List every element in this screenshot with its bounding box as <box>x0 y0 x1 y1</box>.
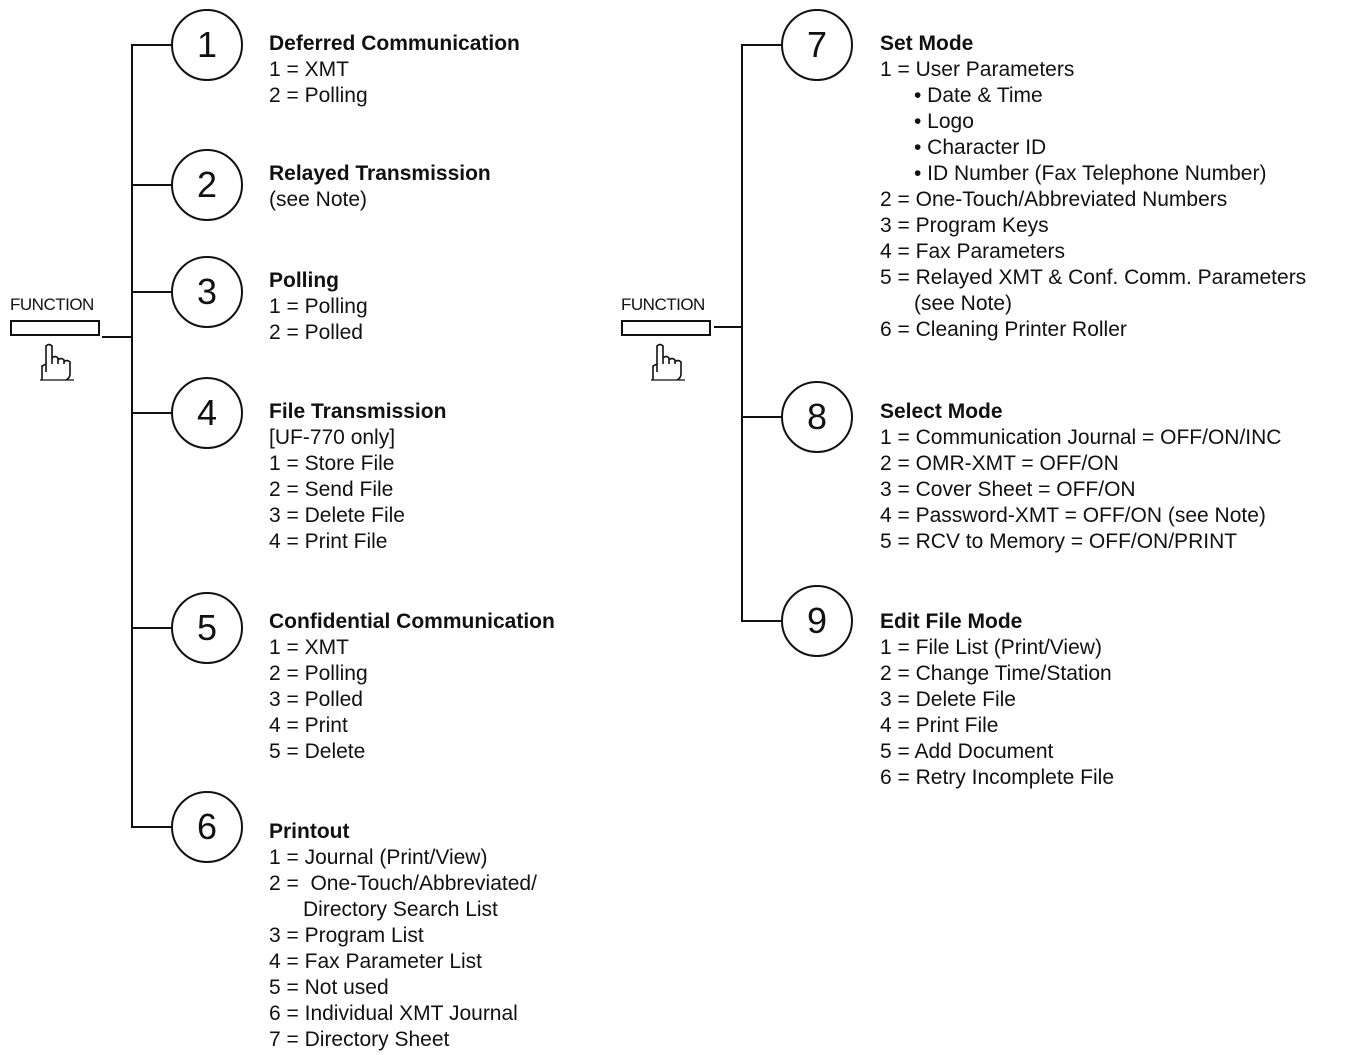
function-5-option: 5 = Delete <box>269 740 366 763</box>
function-1-option: 1 = XMT <box>269 58 349 81</box>
function-7-option: 2 = One-Touch/Abbreviated Numbers <box>880 188 1228 211</box>
function-8-title: Select Mode <box>880 400 1003 423</box>
function-9-option: 1 = File List (Print/View) <box>880 636 1102 659</box>
function-5-option: 4 = Print <box>269 714 348 737</box>
function-3-option: 1 = Polling <box>269 295 368 318</box>
function-3-circle: 3 <box>171 256 243 328</box>
function-8-block: Select Mode 1 = Communication Journal = O… <box>880 399 1281 555</box>
function-9-title: Edit File Mode <box>880 610 1023 633</box>
function-9-option: 5 = Add Document <box>880 740 1054 763</box>
function-6-option: 1 = Journal (Print/View) <box>269 846 488 869</box>
function-2-option: (see Note) <box>269 188 368 211</box>
function-5-option: 3 = Polled <box>269 688 363 711</box>
function-1-block: Deferred Communication 1 = XMT 2 = Polling <box>269 31 520 109</box>
function-8-option: 2 = OMR-XMT = OFF/ON <box>880 452 1119 475</box>
function-6-option: 7 = Directory Sheet <box>269 1028 450 1051</box>
function-4-option: [UF-770 only] <box>269 426 396 449</box>
function-6-circle: 6 <box>171 791 243 863</box>
function-9-option: 6 = Retry Incomplete File <box>880 766 1115 789</box>
function-3-block: Polling 1 = Polling 2 = Polled <box>269 268 368 346</box>
function-6-option: 6 = Individual XMT Journal <box>269 1002 518 1025</box>
function-9-circle: 9 <box>781 585 853 657</box>
function-6-option: 2 = One-Touch/Abbreviated/ <box>269 872 537 895</box>
function-6-title: Printout <box>269 820 350 843</box>
function-key-label-right: FUNCTION <box>621 295 705 314</box>
function-7-option: 1 = User Parameters <box>880 58 1075 81</box>
hand-press-icon <box>40 343 74 381</box>
function-5-circle: 5 <box>171 592 243 664</box>
function-2-block: Relayed Transmission (see Note) <box>269 161 491 213</box>
function-7-option: • Date & Time <box>914 84 1043 107</box>
hand-press-icon-right <box>651 343 685 381</box>
function-7-title: Set Mode <box>880 32 974 55</box>
function-7-block: Set Mode 1 = User Parameters • Date & Time… <box>880 31 1306 343</box>
function-7-option: • Logo <box>914 110 974 133</box>
function-6-option: Directory Search List <box>303 898 498 921</box>
function-7-option: • ID Number (Fax Telephone Number) <box>914 162 1267 185</box>
function-8-option: 5 = RCV to Memory = OFF/ON/PRINT <box>880 530 1238 553</box>
function-6-option: 5 = Not used <box>269 976 389 999</box>
function-7-option: (see Note) <box>914 292 1013 315</box>
function-3-title: Polling <box>269 269 339 292</box>
function-7-option: 3 = Program Keys <box>880 214 1049 237</box>
function-4-option: 4 = Print File <box>269 530 388 553</box>
function-9-option: 3 = Delete File <box>880 688 1016 711</box>
function-7-option: 4 = Fax Parameters <box>880 240 1065 263</box>
function-3-option: 2 = Polled <box>269 321 363 344</box>
function-9-block: Edit File Mode 1 = File List (Print/View)… <box>880 609 1114 791</box>
function-5-block: Confidential Communication 1 = XMT 2 = Pol… <box>269 609 555 765</box>
function-4-option: 1 = Store File <box>269 452 395 475</box>
function-9-option: 2 = Change Time/Station <box>880 662 1112 685</box>
function-6-option: 3 = Program List <box>269 924 424 947</box>
function-1-title: Deferred Communication <box>269 32 520 55</box>
function-9-option: 4 = Print File <box>880 714 999 737</box>
function-7-option: 6 = Cleaning Printer Roller <box>880 318 1127 341</box>
function-6-option: 4 = Fax Parameter List <box>269 950 483 973</box>
function-2-title: Relayed Transmission <box>269 162 491 185</box>
function-7-circle: 7 <box>781 9 853 81</box>
function-1-circle: 1 <box>171 9 243 81</box>
function-8-option: 1 = Communication Journal = OFF/ON/INC <box>880 426 1282 449</box>
function-8-circle: 8 <box>781 381 853 453</box>
function-6-block: Printout 1 = Journal (Print/View) 2 = One-… <box>269 819 537 1053</box>
function-2-circle: 2 <box>171 149 243 221</box>
function-key-label: FUNCTION <box>10 295 94 314</box>
function-1-option: 2 = Polling <box>269 84 368 107</box>
function-8-option: 3 = Cover Sheet = OFF/ON <box>880 478 1136 501</box>
function-7-option: 5 = Relayed XMT & Conf. Comm. Parameters <box>880 266 1307 289</box>
function-8-option: 4 = Password-XMT = OFF/ON (see Note) <box>880 504 1266 527</box>
function-5-option: 2 = Polling <box>269 662 368 685</box>
function-4-title: File Transmission <box>269 400 447 423</box>
function-4-option: 2 = Send File <box>269 478 394 501</box>
function-5-title: Confidential Communication <box>269 610 555 633</box>
function-key-button[interactable] <box>10 320 100 336</box>
function-4-circle: 4 <box>171 377 243 449</box>
function-key-button-right[interactable] <box>621 320 711 336</box>
function-7-option: • Character ID <box>914 136 1047 159</box>
function-4-block: File Transmission [UF-770 only] 1 = Store … <box>269 399 446 555</box>
function-5-option: 1 = XMT <box>269 636 349 659</box>
function-4-option: 3 = Delete File <box>269 504 405 527</box>
